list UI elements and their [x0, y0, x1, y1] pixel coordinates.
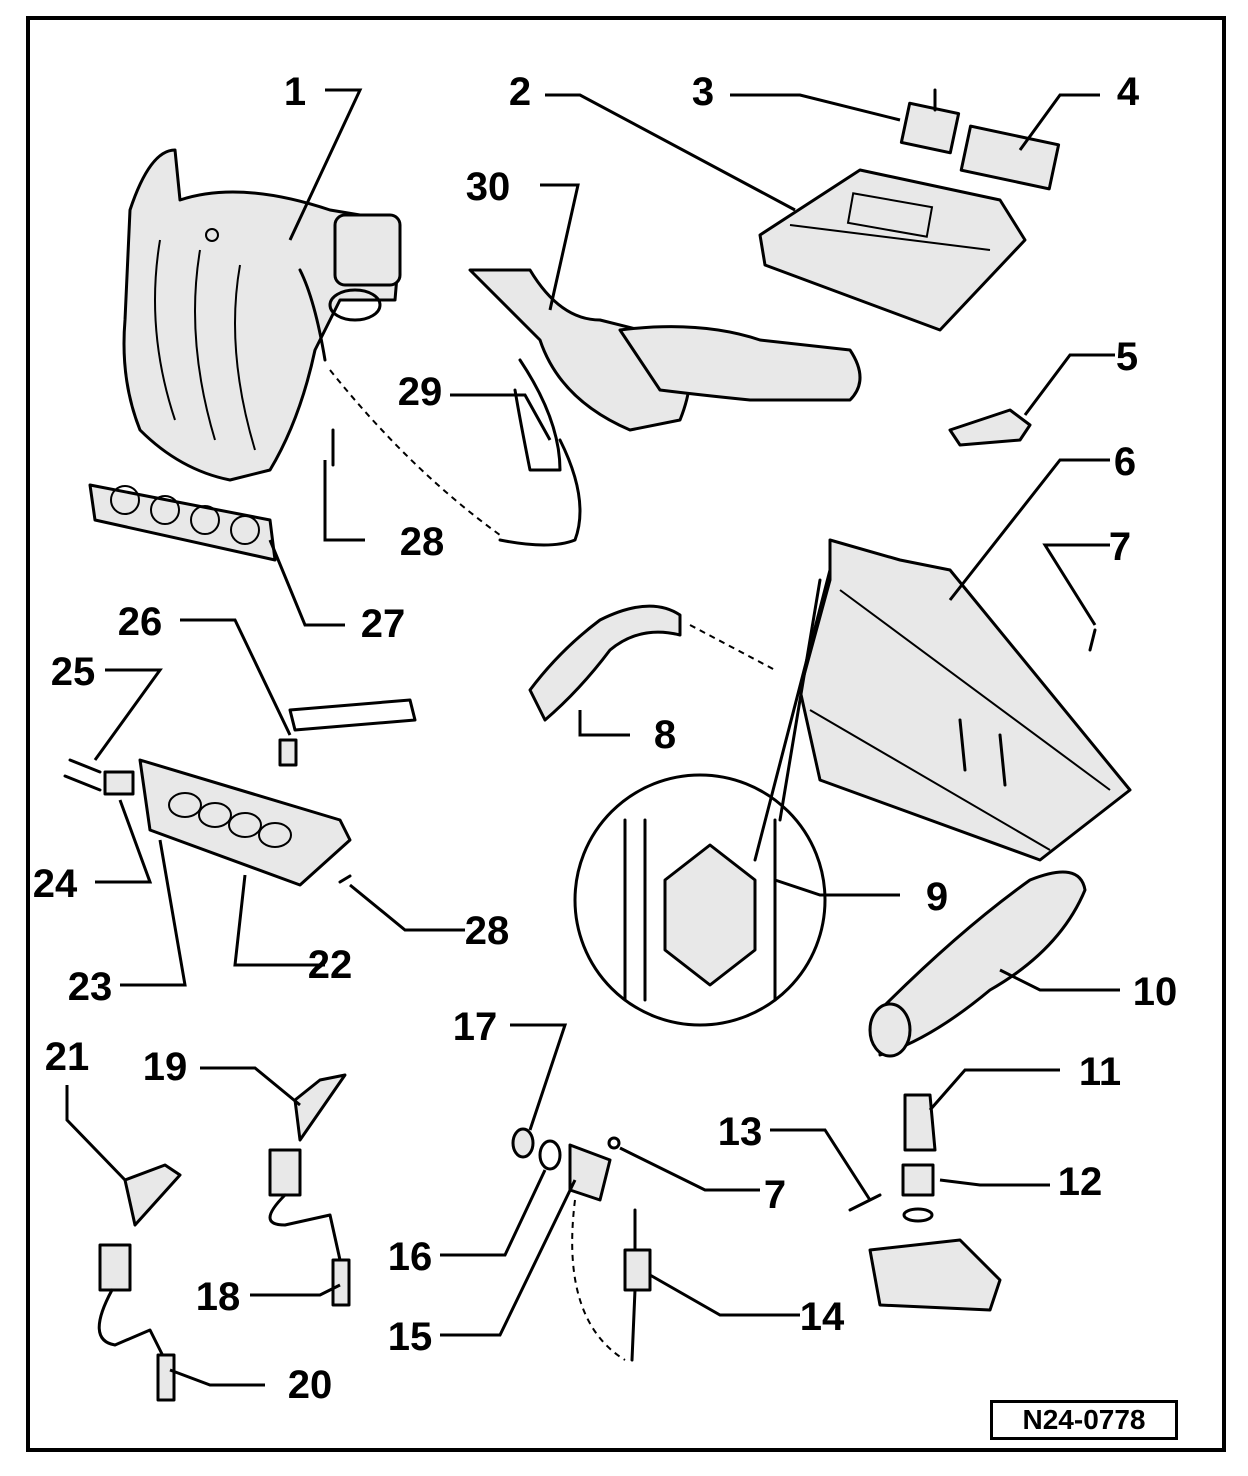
fuel-rail-part	[63, 738, 352, 887]
callout-28-upper: 28	[400, 520, 445, 564]
callout-9: 9	[926, 875, 948, 919]
callout-2: 2	[509, 70, 531, 114]
callout-27: 27	[361, 602, 406, 646]
air-filter-housing-part	[798, 538, 1132, 862]
callout-4: 4	[1117, 70, 1140, 114]
temperature-sensor-part	[948, 408, 1032, 447]
callout-15: 15	[388, 1315, 433, 1359]
figure-reference: N24-0778	[990, 1400, 1178, 1440]
callout-6: 6	[1114, 440, 1136, 484]
callout-3: 3	[692, 70, 714, 114]
callout-21: 21	[45, 1035, 90, 1079]
engine-control-module-part	[758, 168, 1027, 332]
callout-28-lower: 28	[465, 909, 510, 953]
callout-labels: 1 2 3 4 5 6 7 7 8 9 10 11 12 13 14 15 16…	[33, 70, 1178, 1407]
callout-18: 18	[196, 1275, 241, 1319]
air-intake-boot-part	[329, 268, 862, 547]
callout-22: 22	[308, 943, 353, 987]
leader-lines	[65, 88, 1120, 1387]
connector-parts	[899, 88, 1061, 191]
gasket-part	[88, 483, 417, 732]
callout-26: 26	[118, 600, 163, 644]
oxygen-sensor-parts	[97, 1073, 351, 1402]
coolant-sensor-assembly	[848, 1093, 1002, 1312]
callout-14: 14	[800, 1295, 845, 1339]
callout-13: 13	[718, 1110, 763, 1154]
callout-16: 16	[388, 1235, 433, 1279]
callout-12: 12	[1058, 1160, 1103, 1204]
callout-24: 24	[33, 862, 78, 906]
callout-10: 10	[1133, 970, 1178, 1014]
callout-19: 19	[143, 1045, 188, 1089]
callout-11: 11	[1079, 1050, 1121, 1094]
callout-8: 8	[654, 713, 676, 757]
mass-airflow-sensor-detail	[573, 568, 832, 1027]
knock-sensor-assembly	[511, 1127, 652, 1362]
breather-hose-part	[528, 604, 776, 722]
callout-1: 1	[284, 70, 306, 114]
callout-17: 17	[453, 1005, 498, 1049]
screw-part	[607, 628, 1097, 1150]
callout-23: 23	[68, 965, 113, 1009]
callout-7-upper: 7	[1109, 525, 1131, 569]
callout-30: 30	[466, 165, 511, 209]
callout-20: 20	[288, 1363, 333, 1407]
callout-5: 5	[1116, 335, 1138, 379]
callout-25: 25	[51, 650, 96, 694]
bolt-part	[331, 428, 352, 884]
callout-7-lower: 7	[764, 1173, 786, 1217]
callout-29: 29	[398, 370, 443, 414]
intake-manifold-part	[122, 148, 402, 482]
intake-duct-part	[868, 870, 1087, 1058]
